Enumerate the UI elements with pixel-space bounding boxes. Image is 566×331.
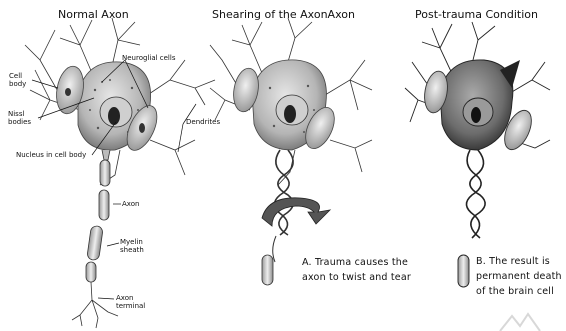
label-nucleus: Nucleus in cell body (16, 151, 86, 159)
caption-b-line-3: of the brain cell (476, 284, 562, 299)
label-nissl-bodies: Nissl bodies (8, 110, 31, 126)
caption-b-line-1: B. The result is (476, 254, 562, 269)
caption-b-line-2: permanent death (476, 269, 562, 284)
header-normal-axon: Normal Axon (58, 8, 129, 21)
label-neuroglial-cells: Neuroglial cells (122, 54, 175, 62)
label-cell-body: Cell body (9, 72, 26, 88)
label-axon-terminal: Axon terminal (116, 294, 145, 310)
neuron-post-trauma (405, 22, 550, 287)
label-myelin-sheath: Myelin sheath (120, 238, 144, 254)
caption-b: B. The result is permanent death of the … (476, 254, 562, 299)
caption-a: A. Trauma causes the axon to twist and t… (302, 255, 411, 285)
header-post-trauma: Post-trauma Condition (415, 8, 538, 21)
caption-a-line-2: axon to twist and tear (302, 270, 411, 285)
label-axon: Axon (122, 200, 139, 208)
caption-a-line-1: A. Trauma causes the (302, 255, 411, 270)
header-shearing: Shearing of the AxonAxon (212, 8, 355, 21)
neuron-shearing (210, 18, 372, 285)
label-dendrites: Dendrites (186, 118, 220, 126)
watermark-logo (500, 314, 540, 331)
